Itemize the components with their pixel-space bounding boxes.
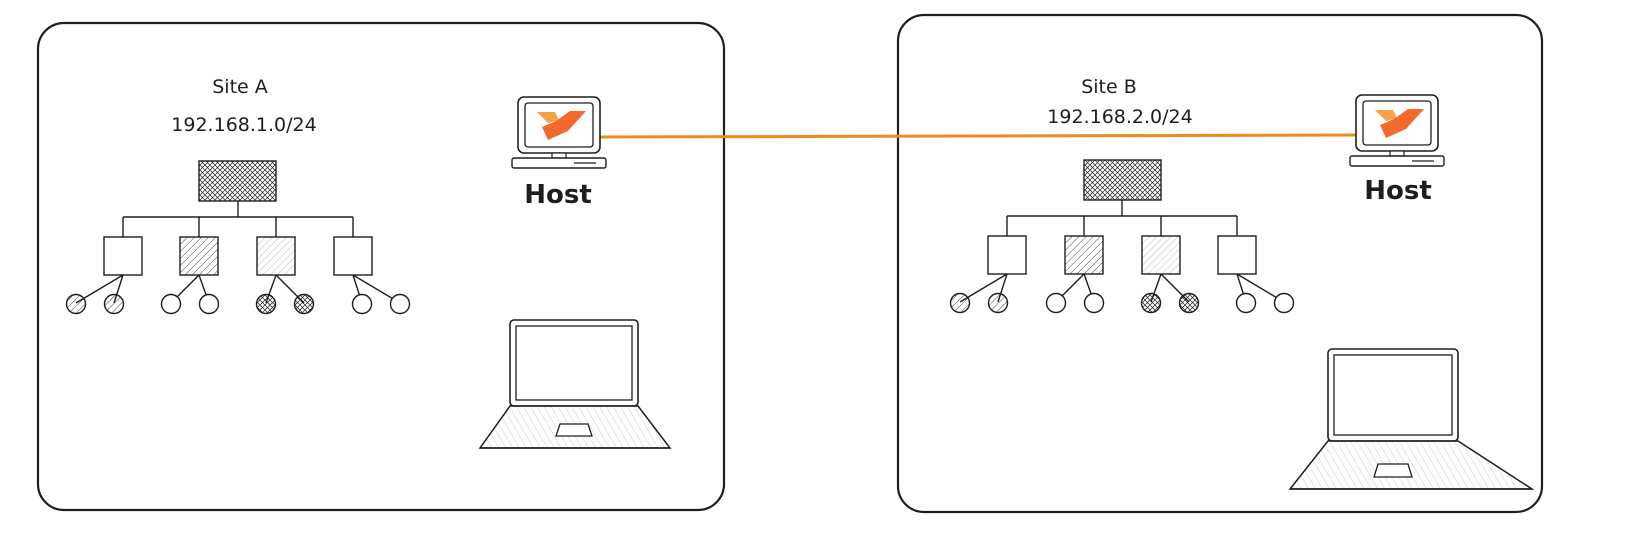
- switch-icon: [1064, 235, 1104, 275]
- endpoint-node-icon: [160, 293, 182, 315]
- site-link-line: [599, 133, 1357, 139]
- site-b-name: Site B: [1081, 76, 1137, 98]
- site-b-boundary: [896, 13, 1544, 514]
- endpoint-node-icon: [293, 293, 315, 315]
- site-a-host-label: Host: [524, 180, 592, 210]
- switch-icon: [103, 236, 143, 276]
- endpoint-node-icon: [1045, 292, 1067, 314]
- switch-icon: [1217, 235, 1257, 275]
- logo-icon: [1375, 109, 1424, 138]
- laptop-icon: [478, 319, 672, 449]
- router-icon: [1083, 159, 1162, 201]
- router-icon: [198, 160, 277, 202]
- endpoint-node-icon: [65, 293, 87, 315]
- switch-icon: [987, 235, 1027, 275]
- switch-icon: [333, 236, 373, 276]
- endpoint-node-icon: [1273, 292, 1295, 314]
- site-a-name: Site A: [212, 76, 268, 98]
- site-a: Site A 192.168.1.0/24: [65, 76, 672, 449]
- desktop-monitor-icon: [1349, 94, 1445, 167]
- site-b-subnet: 192.168.2.0/24: [1047, 106, 1192, 128]
- switch-icon: [256, 236, 296, 276]
- endpoint-node-icon: [389, 293, 411, 315]
- logo-icon: [537, 111, 586, 140]
- desktop-monitor-icon: [511, 96, 607, 169]
- endpoint-node-icon: [198, 293, 220, 315]
- site-a-boundary: [36, 21, 726, 512]
- endpoint-node-icon: [255, 293, 277, 315]
- site-b-host-label: Host: [1364, 176, 1432, 206]
- site-a-subnet: 192.168.1.0/24: [171, 114, 316, 136]
- endpoint-node-icon: [987, 292, 1009, 314]
- endpoint-node-icon: [1140, 292, 1162, 314]
- switch-icon: [179, 236, 219, 276]
- endpoint-node-icon: [351, 293, 373, 315]
- switch-icon: [1141, 235, 1181, 275]
- endpoint-node-icon: [103, 293, 125, 315]
- endpoint-node-icon: [1083, 292, 1105, 314]
- site-b: Site B 192.168.2.0/24: [949, 76, 1535, 490]
- laptop-icon: [1288, 348, 1535, 490]
- endpoint-node-icon: [949, 292, 971, 314]
- endpoint-node-icon: [1178, 292, 1200, 314]
- endpoint-node-icon: [1235, 292, 1257, 314]
